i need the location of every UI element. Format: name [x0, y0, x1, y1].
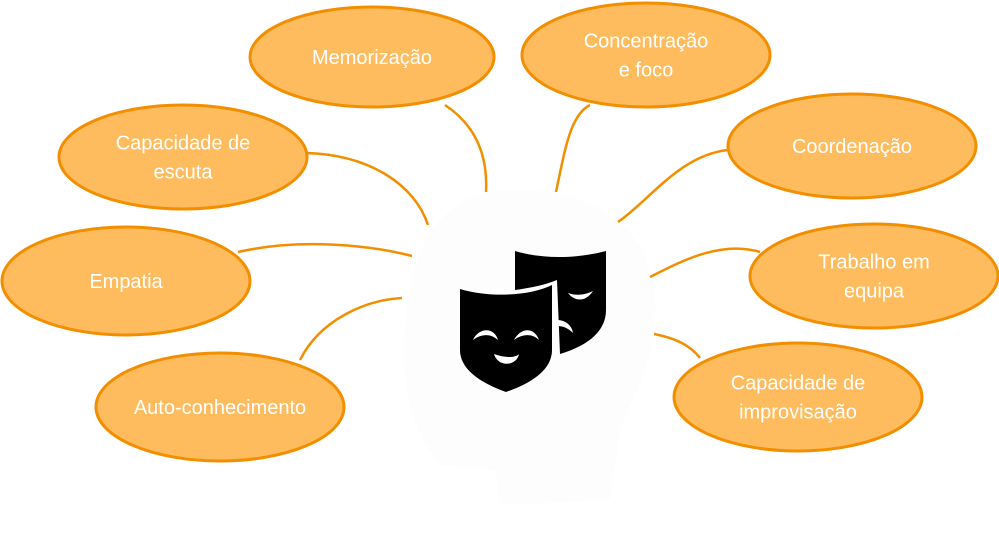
node-concentracao: Concentração e foco	[520, 1, 772, 109]
node-ellipse	[0, 225, 252, 337]
link-improvisacao	[653, 332, 701, 359]
node-ellipse	[726, 92, 978, 200]
node-improvisacao: Capacidade de improvisação	[672, 341, 924, 453]
node-ellipse	[57, 103, 309, 211]
node-label: improvisação	[739, 402, 857, 424]
link-autoconhecimento	[298, 296, 403, 361]
node-ellipse	[94, 351, 346, 463]
link-escuta	[306, 151, 430, 226]
node-label: Coordenação	[792, 136, 912, 158]
node-label: Memorização	[312, 47, 432, 69]
link-empatia	[237, 242, 413, 258]
node-label: equipa	[844, 281, 905, 303]
node-label: Trabalho em	[818, 252, 930, 274]
link-trabalho	[649, 247, 761, 279]
node-ellipse	[520, 1, 772, 109]
node-escuta: Capacidade de escuta	[57, 103, 309, 211]
node-label: Concentração	[584, 31, 709, 53]
node-memorizacao: Memorização	[248, 5, 496, 109]
node-label: Empatia	[89, 271, 163, 293]
node-trabalho: Trabalho em equipa	[748, 222, 999, 330]
link-concentracao	[554, 103, 591, 193]
node-empatia: Empatia	[0, 225, 252, 337]
node-ellipse	[748, 222, 999, 330]
node-coordenacao: Coordenação	[726, 92, 978, 200]
link-memorizacao	[444, 103, 488, 193]
node-label: Capacidade de	[116, 133, 251, 155]
node-ellipse	[672, 341, 924, 453]
node-ellipse	[248, 5, 496, 109]
node-label: escuta	[154, 162, 214, 184]
link-coordenacao	[617, 148, 729, 224]
node-label: Capacidade de	[731, 373, 866, 395]
node-label: e foco	[619, 60, 673, 82]
node-label: Auto-conhecimento	[134, 397, 306, 419]
node-autoconhecimento: Auto-conhecimento	[94, 351, 346, 463]
theater-masks-icon	[460, 251, 606, 392]
